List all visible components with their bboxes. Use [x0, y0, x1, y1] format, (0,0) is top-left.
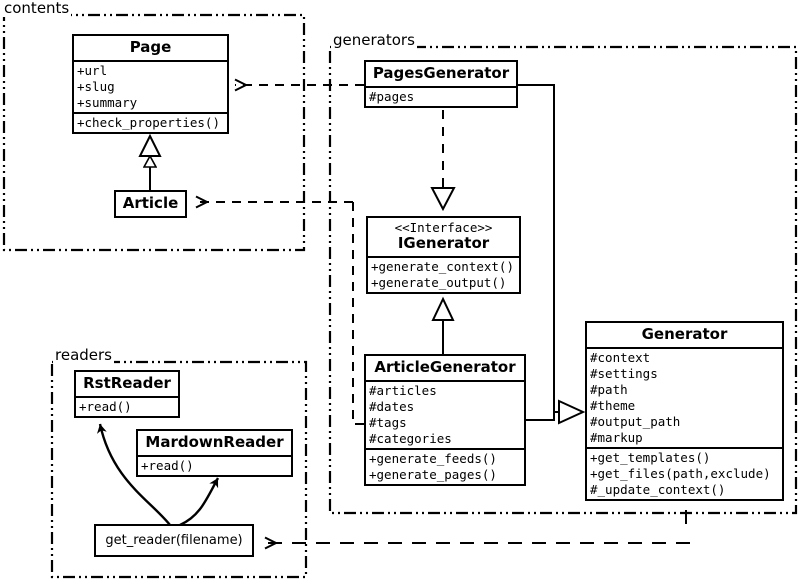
method: +check_properties() — [77, 115, 220, 130]
attribute: #output_path — [590, 414, 681, 429]
class-box-rstreader[interactable]: RstReader +read() — [74, 370, 180, 418]
package-label-contents: contents — [2, 0, 72, 17]
class-name-pagesgenerator: PagesGenerator — [372, 64, 510, 82]
method: +generate_output() — [371, 275, 507, 290]
attribute: #context — [590, 350, 651, 365]
class-attributes-generator: #context #settings #path #theme #output_… — [587, 347, 782, 447]
package-label-generators: generators — [331, 31, 417, 49]
class-attributes-page: +url +slug +summary — [74, 60, 227, 112]
method: +generate_context() — [371, 259, 514, 274]
connector-articlegenerator-rail — [352, 202, 364, 425]
attribute: #theme — [590, 398, 636, 413]
method: +generate_feeds() — [369, 451, 497, 466]
package-border-contents — [2, 13, 306, 252]
class-name-igenerator: IGenerator — [397, 234, 490, 252]
class-box-article[interactable]: Article — [114, 190, 187, 218]
class-name-article: Article — [122, 194, 179, 212]
class-box-pagesgenerator[interactable]: PagesGenerator #pages — [364, 60, 518, 108]
attribute: #tags — [369, 415, 407, 430]
connector-getreader-to-mardownreader — [179, 477, 220, 527]
class-box-mardownreader[interactable]: MardownReader +read() — [136, 429, 293, 477]
class-box-generator[interactable]: Generator #context #settings #path #them… — [585, 321, 784, 501]
class-methods-articlegenerator: +generate_feeds() +generate_pages() — [366, 448, 524, 484]
attribute: #settings — [590, 366, 658, 381]
arrowhead-article-to-page — [138, 133, 162, 157]
class-methods-page: +check_properties() — [74, 112, 227, 132]
attribute: #path — [590, 382, 628, 397]
class-methods-igenerator: +generate_context() +generate_output() — [368, 256, 519, 292]
class-box-page[interactable]: Page +url +slug +summary +check_properti… — [72, 34, 229, 134]
connector-getreader-to-rstreader — [97, 423, 171, 526]
function-name-get-reader: get_reader(filename) — [105, 533, 243, 548]
class-methods-mardownreader: +read() — [138, 455, 291, 475]
class-name-articlegenerator: ArticleGenerator — [374, 358, 516, 376]
method: +read() — [79, 399, 132, 414]
attribute: +summary — [77, 95, 138, 110]
class-name-mardownreader: MardownReader — [145, 433, 284, 451]
class-box-articlegenerator[interactable]: ArticleGenerator #articles #dates #tags … — [364, 354, 526, 486]
attribute: #categories — [369, 431, 452, 446]
class-attributes-articlegenerator: #articles #dates #tags #categories — [366, 380, 524, 448]
package-border-readers — [50, 360, 308, 579]
method: +generate_pages() — [369, 467, 497, 482]
method: #_update_context() — [590, 482, 726, 497]
attribute: #pages — [369, 89, 415, 104]
class-stereotype-igenerator: <<Interface>> — [394, 220, 493, 235]
package-border-generators — [328, 45, 798, 515]
class-methods-generator: +get_templates() +get_files(path,exclude… — [587, 447, 782, 499]
attribute: #dates — [369, 399, 415, 414]
arrowhead-pagesgenerator-to-igenerator — [430, 187, 456, 212]
arrowhead-articlegenerator-to-igenerator — [431, 296, 455, 321]
class-name-page: Page — [129, 38, 172, 56]
method: +get_files(path,exclude) — [590, 466, 771, 481]
class-name-rstreader: RstReader — [83, 374, 171, 392]
package-label-readers: readers — [53, 346, 114, 364]
method: +read() — [141, 458, 194, 473]
attribute: #markup — [590, 430, 643, 445]
class-attributes-pagesgenerator: #pages — [366, 86, 516, 106]
attribute: +slug — [77, 79, 115, 94]
attribute: +url — [77, 63, 108, 78]
class-methods-rstreader: +read() — [76, 396, 178, 416]
arrowhead-generator-inheritance — [558, 399, 586, 425]
attribute: #articles — [369, 383, 437, 398]
class-name-generator: Generator — [641, 325, 728, 343]
function-box-get-reader[interactable]: get_reader(filename) — [94, 524, 254, 557]
connector-articlegenerator-to-generator — [526, 411, 558, 421]
method: +get_templates() — [590, 450, 711, 465]
class-box-igenerator[interactable]: <<Interface>> IGenerator +generate_conte… — [366, 216, 521, 294]
